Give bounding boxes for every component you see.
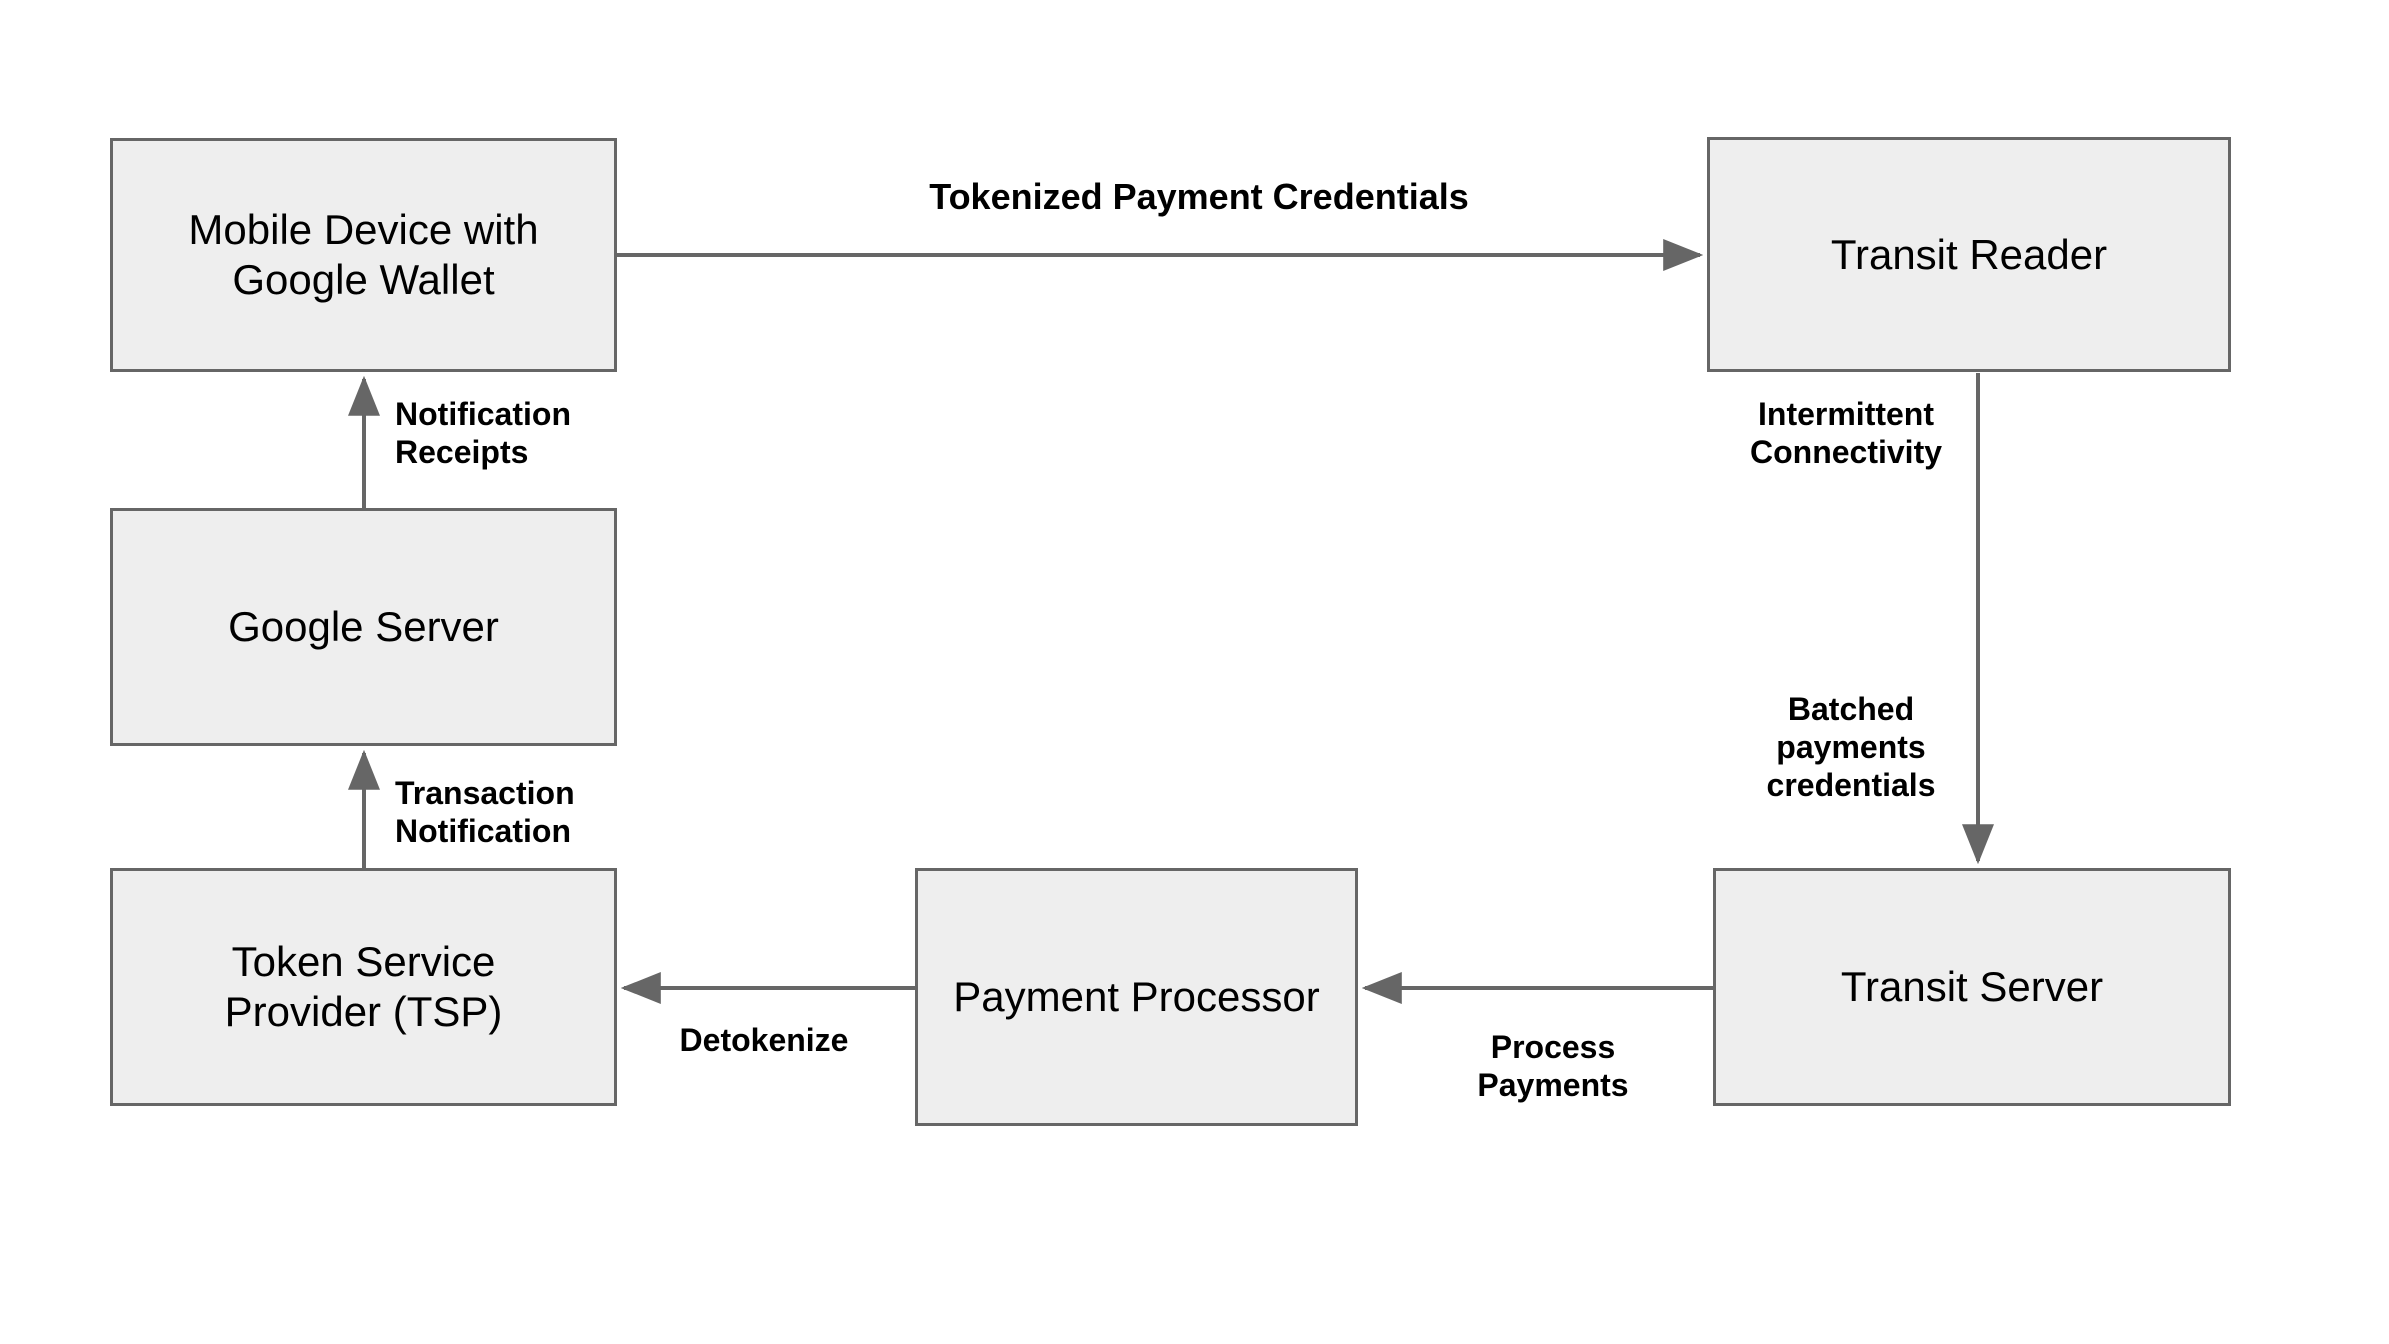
node-mobile-device[interactable]: Mobile Device with Google Wallet	[110, 138, 617, 372]
edge-label-tokenized-payment-credentials: Tokenized Payment Credentials	[929, 176, 1469, 217]
edge-label-process-payments: Process Payments	[1477, 1029, 1629, 1103]
edge-label-batched-payments-credentials: Batched payments credentials	[1766, 691, 1936, 803]
edge-label-notification-receipts: Notification Receipts	[395, 396, 571, 470]
node-token-service-provider[interactable]: Token Service Provider (TSP)	[110, 868, 617, 1106]
node-transit-reader[interactable]: Transit Reader	[1707, 137, 2231, 372]
edge-label-detokenize: Detokenize	[679, 1022, 849, 1058]
edge-label-transaction-notification: Transaction Notification	[395, 775, 575, 849]
edge-label-intermittent-connectivity: Intermittent Connectivity	[1749, 396, 1943, 470]
node-payment-processor[interactable]: Payment Processor	[915, 868, 1358, 1126]
node-transit-server[interactable]: Transit Server	[1713, 868, 2231, 1106]
node-google-server[interactable]: Google Server	[110, 508, 617, 746]
